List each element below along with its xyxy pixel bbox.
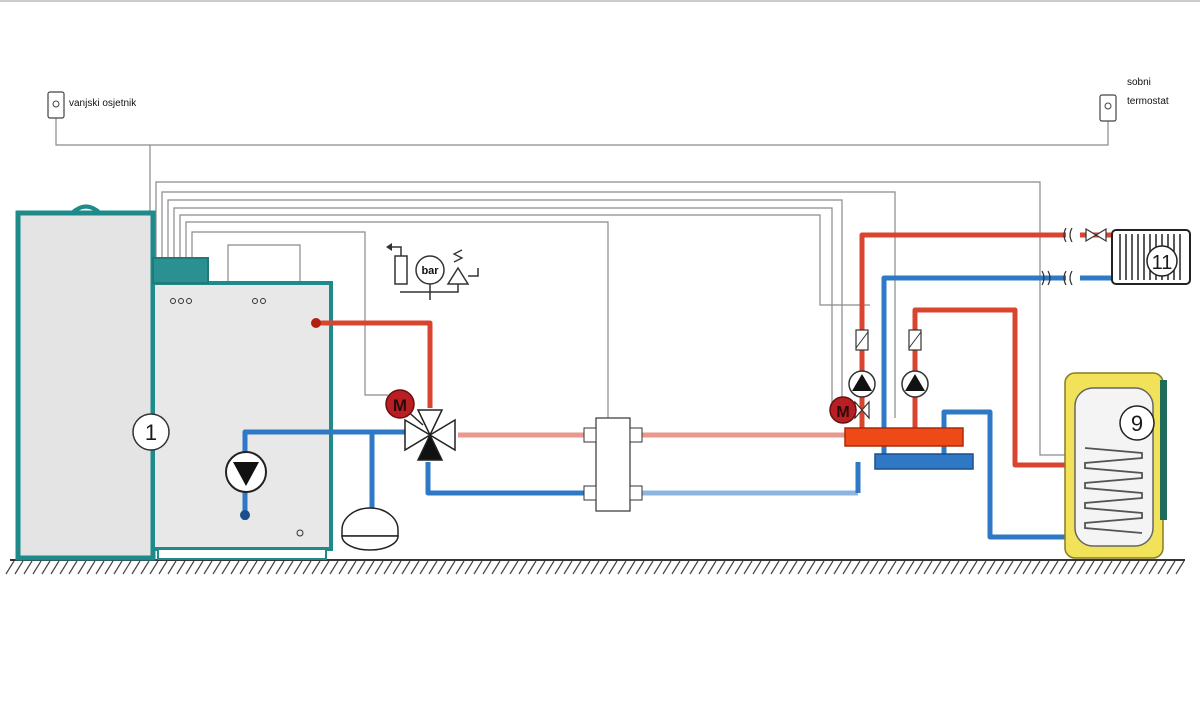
boiler-drain <box>296 529 304 537</box>
boiler-cabinet-left <box>15 210 156 561</box>
return-manifold <box>874 453 974 470</box>
pressure-gauge-unit: bar <box>421 265 439 277</box>
boiler-supply-outlet <box>311 318 321 328</box>
room-thermostat-box <box>1099 94 1117 122</box>
pipe-break-marks <box>1041 227 1073 286</box>
room-thermostat: sobni termostat <box>1099 77 1169 122</box>
circuit-mixing-valve <box>854 400 870 420</box>
circuit-pump-radiators <box>848 329 876 398</box>
boiler-circulation-pump <box>225 451 267 493</box>
boiler-indicator-4 <box>252 298 258 304</box>
outdoor-sensor-box <box>47 91 65 119</box>
safety-group: bar <box>386 243 479 300</box>
tank-heating-coil <box>1084 447 1143 534</box>
mixing-valve-motor: M <box>385 389 415 419</box>
hot-water-tank: 9 <box>1064 372 1167 559</box>
tank-number-badge <box>1119 405 1155 441</box>
air-vent <box>394 255 408 285</box>
boiler-top-handle <box>70 204 102 215</box>
circuit-pump-tank <box>901 329 929 398</box>
boiler-indicator-2 <box>178 298 184 304</box>
radiator-number-badge <box>1146 245 1178 277</box>
radiator-number: 11 <box>1152 252 1173 274</box>
boiler-indicator-5 <box>260 298 266 304</box>
boiler: 1 <box>15 204 333 561</box>
room-thermostat-label-line1: sobni <box>1127 77 1151 88</box>
hydraulic-separator <box>583 417 643 512</box>
boiler-controller <box>152 257 209 284</box>
tank-control-panel <box>1160 380 1167 520</box>
room-thermostat-label-line2: termostat <box>1127 96 1169 107</box>
safety-valve <box>446 266 470 285</box>
ground-floor <box>5 559 1185 575</box>
expansion-vessel <box>341 507 399 551</box>
return-pipes <box>242 275 1112 540</box>
tank-number: 9 <box>1131 411 1143 436</box>
circuit-mixing-valve-motor: M <box>829 396 857 424</box>
boiler-indicator-3 <box>186 298 192 304</box>
boiler-body <box>151 281 333 551</box>
mixing-valve <box>403 407 456 461</box>
motor-label-2: M <box>836 404 849 421</box>
boiler-base <box>157 548 327 560</box>
boiler-number: 1 <box>145 420 157 445</box>
motor-label-1: M <box>393 396 407 415</box>
radiator-valve <box>1085 227 1107 243</box>
boiler-number-badge <box>132 413 170 451</box>
boiler-return-inlet <box>240 510 250 520</box>
supply-manifold <box>844 427 964 447</box>
radiator: 11 <box>1111 229 1191 285</box>
outdoor-sensor: vanjski osjetnik <box>47 91 137 119</box>
boiler-indicator-1 <box>170 298 176 304</box>
outdoor-sensor-label: vanjski osjetnik <box>69 98 137 109</box>
